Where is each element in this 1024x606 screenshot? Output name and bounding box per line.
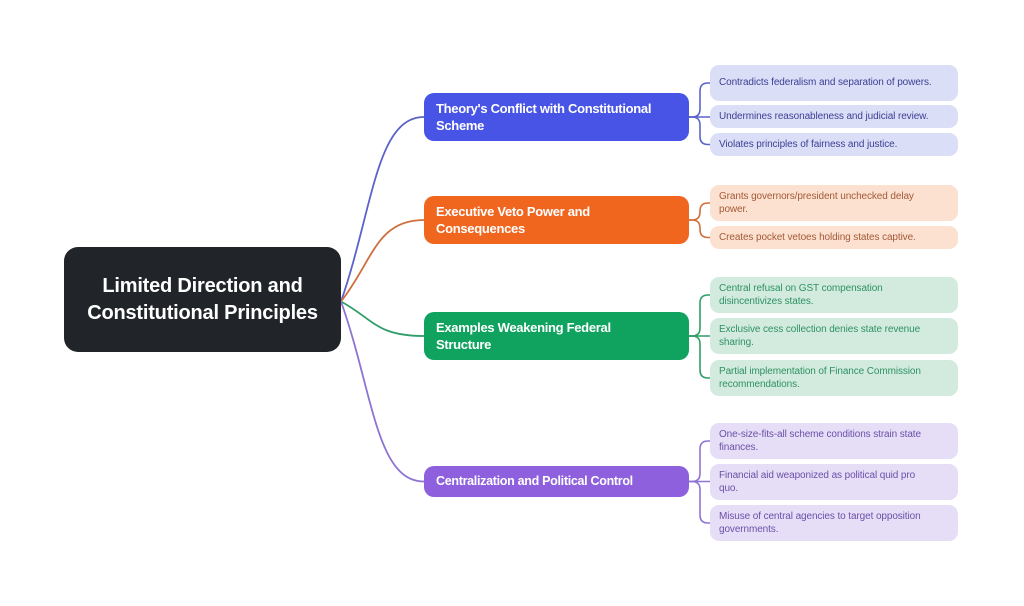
branch-node-label: Theory's Conflict with Constitutional Sc… bbox=[436, 100, 652, 133]
leaf-node[interactable]: One-size-fits-all scheme conditions stra… bbox=[710, 423, 958, 459]
branch-node-weakening-federal[interactable]: Examples Weakening Federal Structure bbox=[424, 312, 689, 360]
branch-node-label: Executive Veto Power and Consequences bbox=[436, 203, 590, 236]
leaf-node[interactable]: Central refusal on GST compensation disi… bbox=[710, 277, 958, 313]
leaf-node[interactable]: Partial implementation of Finance Commis… bbox=[710, 360, 958, 396]
leaf-node[interactable]: Misuse of central agencies to target opp… bbox=[710, 505, 958, 541]
branch-node-centralization[interactable]: Centralization and Political Control bbox=[424, 466, 689, 497]
branch-node-executive-veto[interactable]: Executive Veto Power and Consequences bbox=[424, 196, 689, 244]
branch-node-theory-conflict[interactable]: Theory's Conflict with Constitutional Sc… bbox=[424, 93, 689, 141]
leaf-node[interactable]: Financial aid weaponized as political qu… bbox=[710, 464, 958, 500]
leaf-node[interactable]: Exclusive cess collection denies state r… bbox=[710, 318, 958, 354]
leaf-node[interactable]: Creates pocket vetoes holding states cap… bbox=[710, 226, 958, 249]
branch-node-label: Centralization and Political Control bbox=[436, 474, 633, 489]
root-node[interactable]: Limited Direction and Constitutional Pri… bbox=[64, 247, 341, 352]
leaf-node[interactable]: Undermines reasonableness and judicial r… bbox=[710, 105, 958, 128]
leaf-node[interactable]: Grants governors/president unchecked del… bbox=[710, 185, 958, 221]
branch-node-label: Examples Weakening Federal Structure bbox=[436, 319, 611, 352]
leaf-node[interactable]: Contradicts federalism and separation of… bbox=[710, 65, 958, 101]
leaf-node[interactable]: Violates principles of fairness and just… bbox=[710, 133, 958, 156]
root-node-label: Limited Direction and Constitutional Pri… bbox=[87, 275, 318, 324]
